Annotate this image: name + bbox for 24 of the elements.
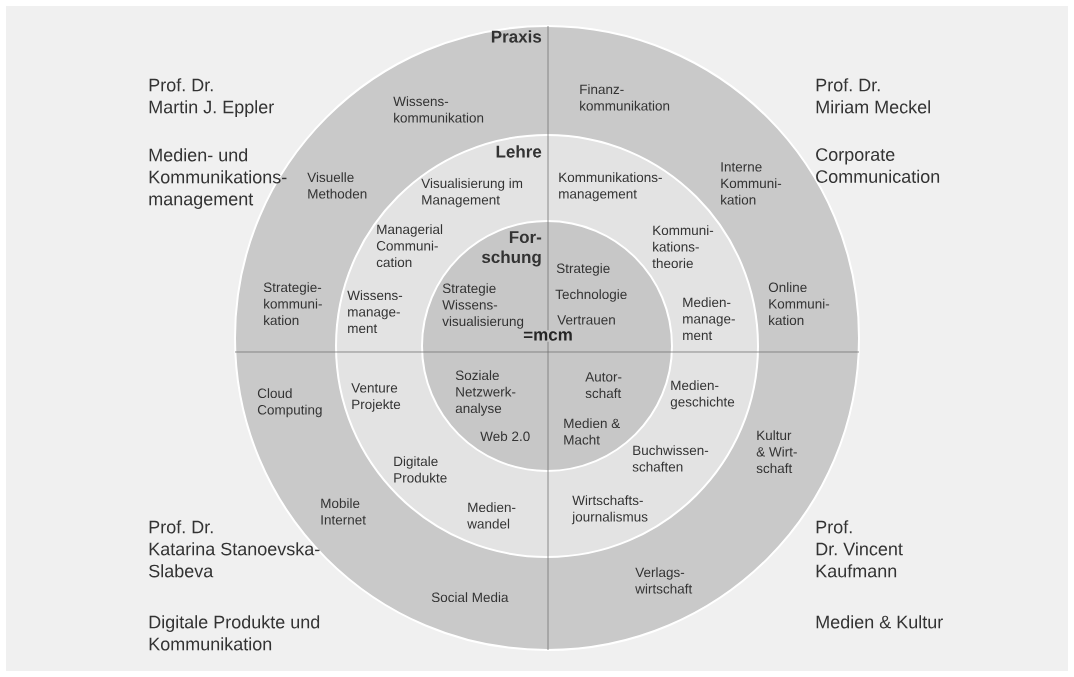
topic-text: Kommunikations- management [559, 172, 662, 202]
topic-text: Soziale Netzwerk- analyse [455, 370, 516, 416]
center-text: =mcm [522, 330, 574, 342]
topic-text: Wirtschafts- journalismus [571, 495, 648, 525]
topic-text: Web 2.0 [480, 431, 530, 442]
topic-text: Verlags- wirtschaft [635, 567, 693, 594]
topic-text: Visualisierung im Management [421, 178, 523, 208]
topic-text: Strategie Wissens- visualisierung [442, 283, 524, 329]
topic-text: Cloud Computing [257, 388, 322, 418]
topic-text: Finanz- kommunikation [580, 84, 670, 111]
topic-text: Strategie- kommuni- kation [263, 282, 322, 326]
topic-text: Social Media [431, 592, 509, 603]
topic-text: Technologie [555, 289, 627, 302]
topic-text: Medien & Macht [564, 418, 620, 445]
topic-text: Medien- wandel [467, 502, 516, 529]
topic-text: Strategie [556, 263, 610, 276]
topic-text: Autor- schaft [585, 372, 622, 399]
topic-text: Online Kommuni- kation [768, 282, 830, 326]
topic-text: Kultur & Wirt- schaft [756, 430, 797, 474]
topic-text: Wissens- kommunikation [393, 96, 484, 123]
topic-text: Medien- geschichte [670, 380, 735, 410]
topic-text: Venture Projekte [351, 383, 401, 412]
topic-text: Wissens- manage- ment [347, 290, 403, 334]
topic-text: Vertrauen [557, 315, 615, 325]
